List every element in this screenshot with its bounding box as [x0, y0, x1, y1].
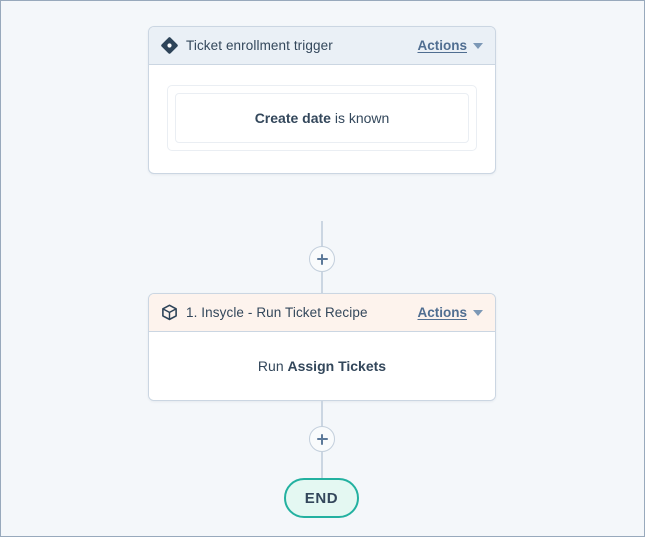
action-card[interactable]: 1. Insycle - Run Ticket Recipe Actions R…: [148, 293, 496, 401]
end-node-label: END: [304, 489, 339, 507]
trigger-card-header: Ticket enrollment trigger Actions: [149, 27, 495, 65]
action-card-header: 1. Insycle - Run Ticket Recipe Actions: [149, 294, 495, 332]
app-cube-icon: [160, 304, 178, 322]
action-recipe-name: Assign Tickets: [287, 358, 387, 374]
action-card-title: 1. Insycle - Run Ticket Recipe: [186, 305, 368, 320]
connector-line-top: [321, 221, 323, 259]
end-node[interactable]: END: [284, 478, 359, 518]
trigger-diamond-icon: [160, 37, 178, 55]
action-card-body: Run Assign Tickets: [149, 332, 495, 400]
filter-text: Create date is known: [255, 110, 390, 126]
filter-group: Create date is known: [167, 85, 477, 151]
connector-line-bottom: [321, 401, 323, 427]
connector-line-bottom-lower: [321, 452, 323, 479]
add-step-button-bottom[interactable]: [309, 426, 335, 452]
plus-icon: [316, 253, 328, 265]
filter-property: Create date: [254, 110, 331, 126]
action-summary-text: Run Assign Tickets: [258, 358, 386, 374]
trigger-actions-menu[interactable]: Actions: [417, 38, 483, 53]
filter-operator: is known: [334, 110, 390, 126]
plus-icon: [316, 433, 328, 445]
action-actions-menu[interactable]: Actions: [417, 305, 483, 320]
connector-line-top-lower: [321, 272, 323, 293]
add-step-button-top[interactable]: [309, 246, 335, 272]
filter-row[interactable]: Create date is known: [175, 93, 469, 143]
chevron-down-icon: [473, 309, 483, 316]
action-prefix: Run: [257, 358, 284, 374]
action-actions-label: Actions: [417, 305, 467, 320]
trigger-card-title: Ticket enrollment trigger: [186, 38, 333, 53]
trigger-card[interactable]: Ticket enrollment trigger Actions Create…: [148, 26, 496, 174]
trigger-card-body: Create date is known: [149, 65, 495, 173]
chevron-down-icon: [473, 42, 483, 49]
trigger-actions-label: Actions: [417, 38, 467, 53]
